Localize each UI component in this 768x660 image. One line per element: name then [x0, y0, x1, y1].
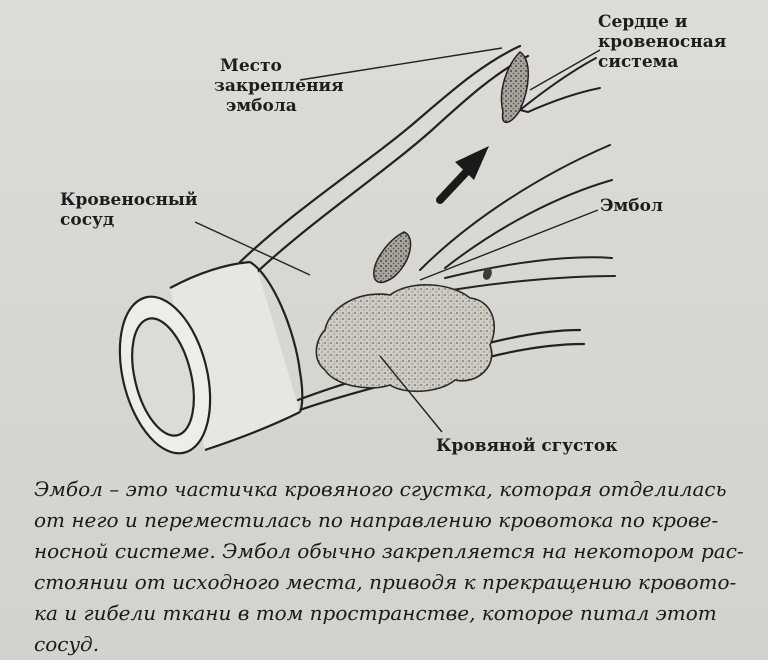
branch-vessel: [519, 57, 601, 113]
vessel-diagram: [118, 44, 616, 455]
label-embolus-site: Место закрепления эмбола: [214, 56, 344, 116]
label-clot: Кровяной сгусток: [436, 436, 618, 456]
label-heart-system-line-1: Сердце и: [598, 12, 688, 32]
vessel-cut-end: [118, 260, 304, 455]
label-embolus: Эмбол: [600, 196, 663, 216]
lodged-embolus: [500, 51, 529, 123]
leader-lines: [194, 47, 601, 433]
figure-caption: Эмбол – это частичка кровяного сгустка, …: [34, 474, 744, 660]
branch-vessel-lower: [419, 144, 616, 293]
caption-line-2: от него и переместилась по направлению к…: [34, 508, 719, 532]
label-clot-line-1: Кровяной сгусток: [436, 436, 618, 456]
label-heart-system: Сердце и кровеносная система: [598, 12, 726, 72]
label-embolus-site-line-3: эмбола: [226, 96, 297, 116]
label-embolus-site-line-1: Место: [220, 56, 282, 76]
label-heart-system-line-3: система: [598, 52, 679, 72]
label-vessel: Кровеносный сосуд: [60, 190, 198, 230]
embolus-fragment: [482, 267, 492, 280]
label-embolus-line-1: Эмбол: [600, 196, 663, 216]
caption-line-4: стоянии от исходного места, приводя к пр…: [34, 570, 737, 594]
flow-arrow: [436, 146, 489, 204]
blood-clot: [315, 284, 495, 393]
caption-line-6: сосуд.: [34, 632, 100, 656]
label-vessel-line-2: сосуд: [60, 210, 115, 230]
caption-line-1: Эмбол – это частичка кровяного сгустка, …: [34, 477, 727, 501]
caption-line-3: носной системе. Эмбол обычно закрепляетс…: [34, 539, 744, 563]
label-heart-system-line-2: кровеносная: [598, 32, 727, 52]
caption-line-5: ка и гибели ткани в том пространстве, ко…: [34, 601, 717, 625]
label-vessel-line-1: Кровеносный: [60, 190, 198, 210]
traveling-embolus: [373, 231, 412, 284]
label-embolus-site-line-2: закрепления: [214, 76, 344, 96]
